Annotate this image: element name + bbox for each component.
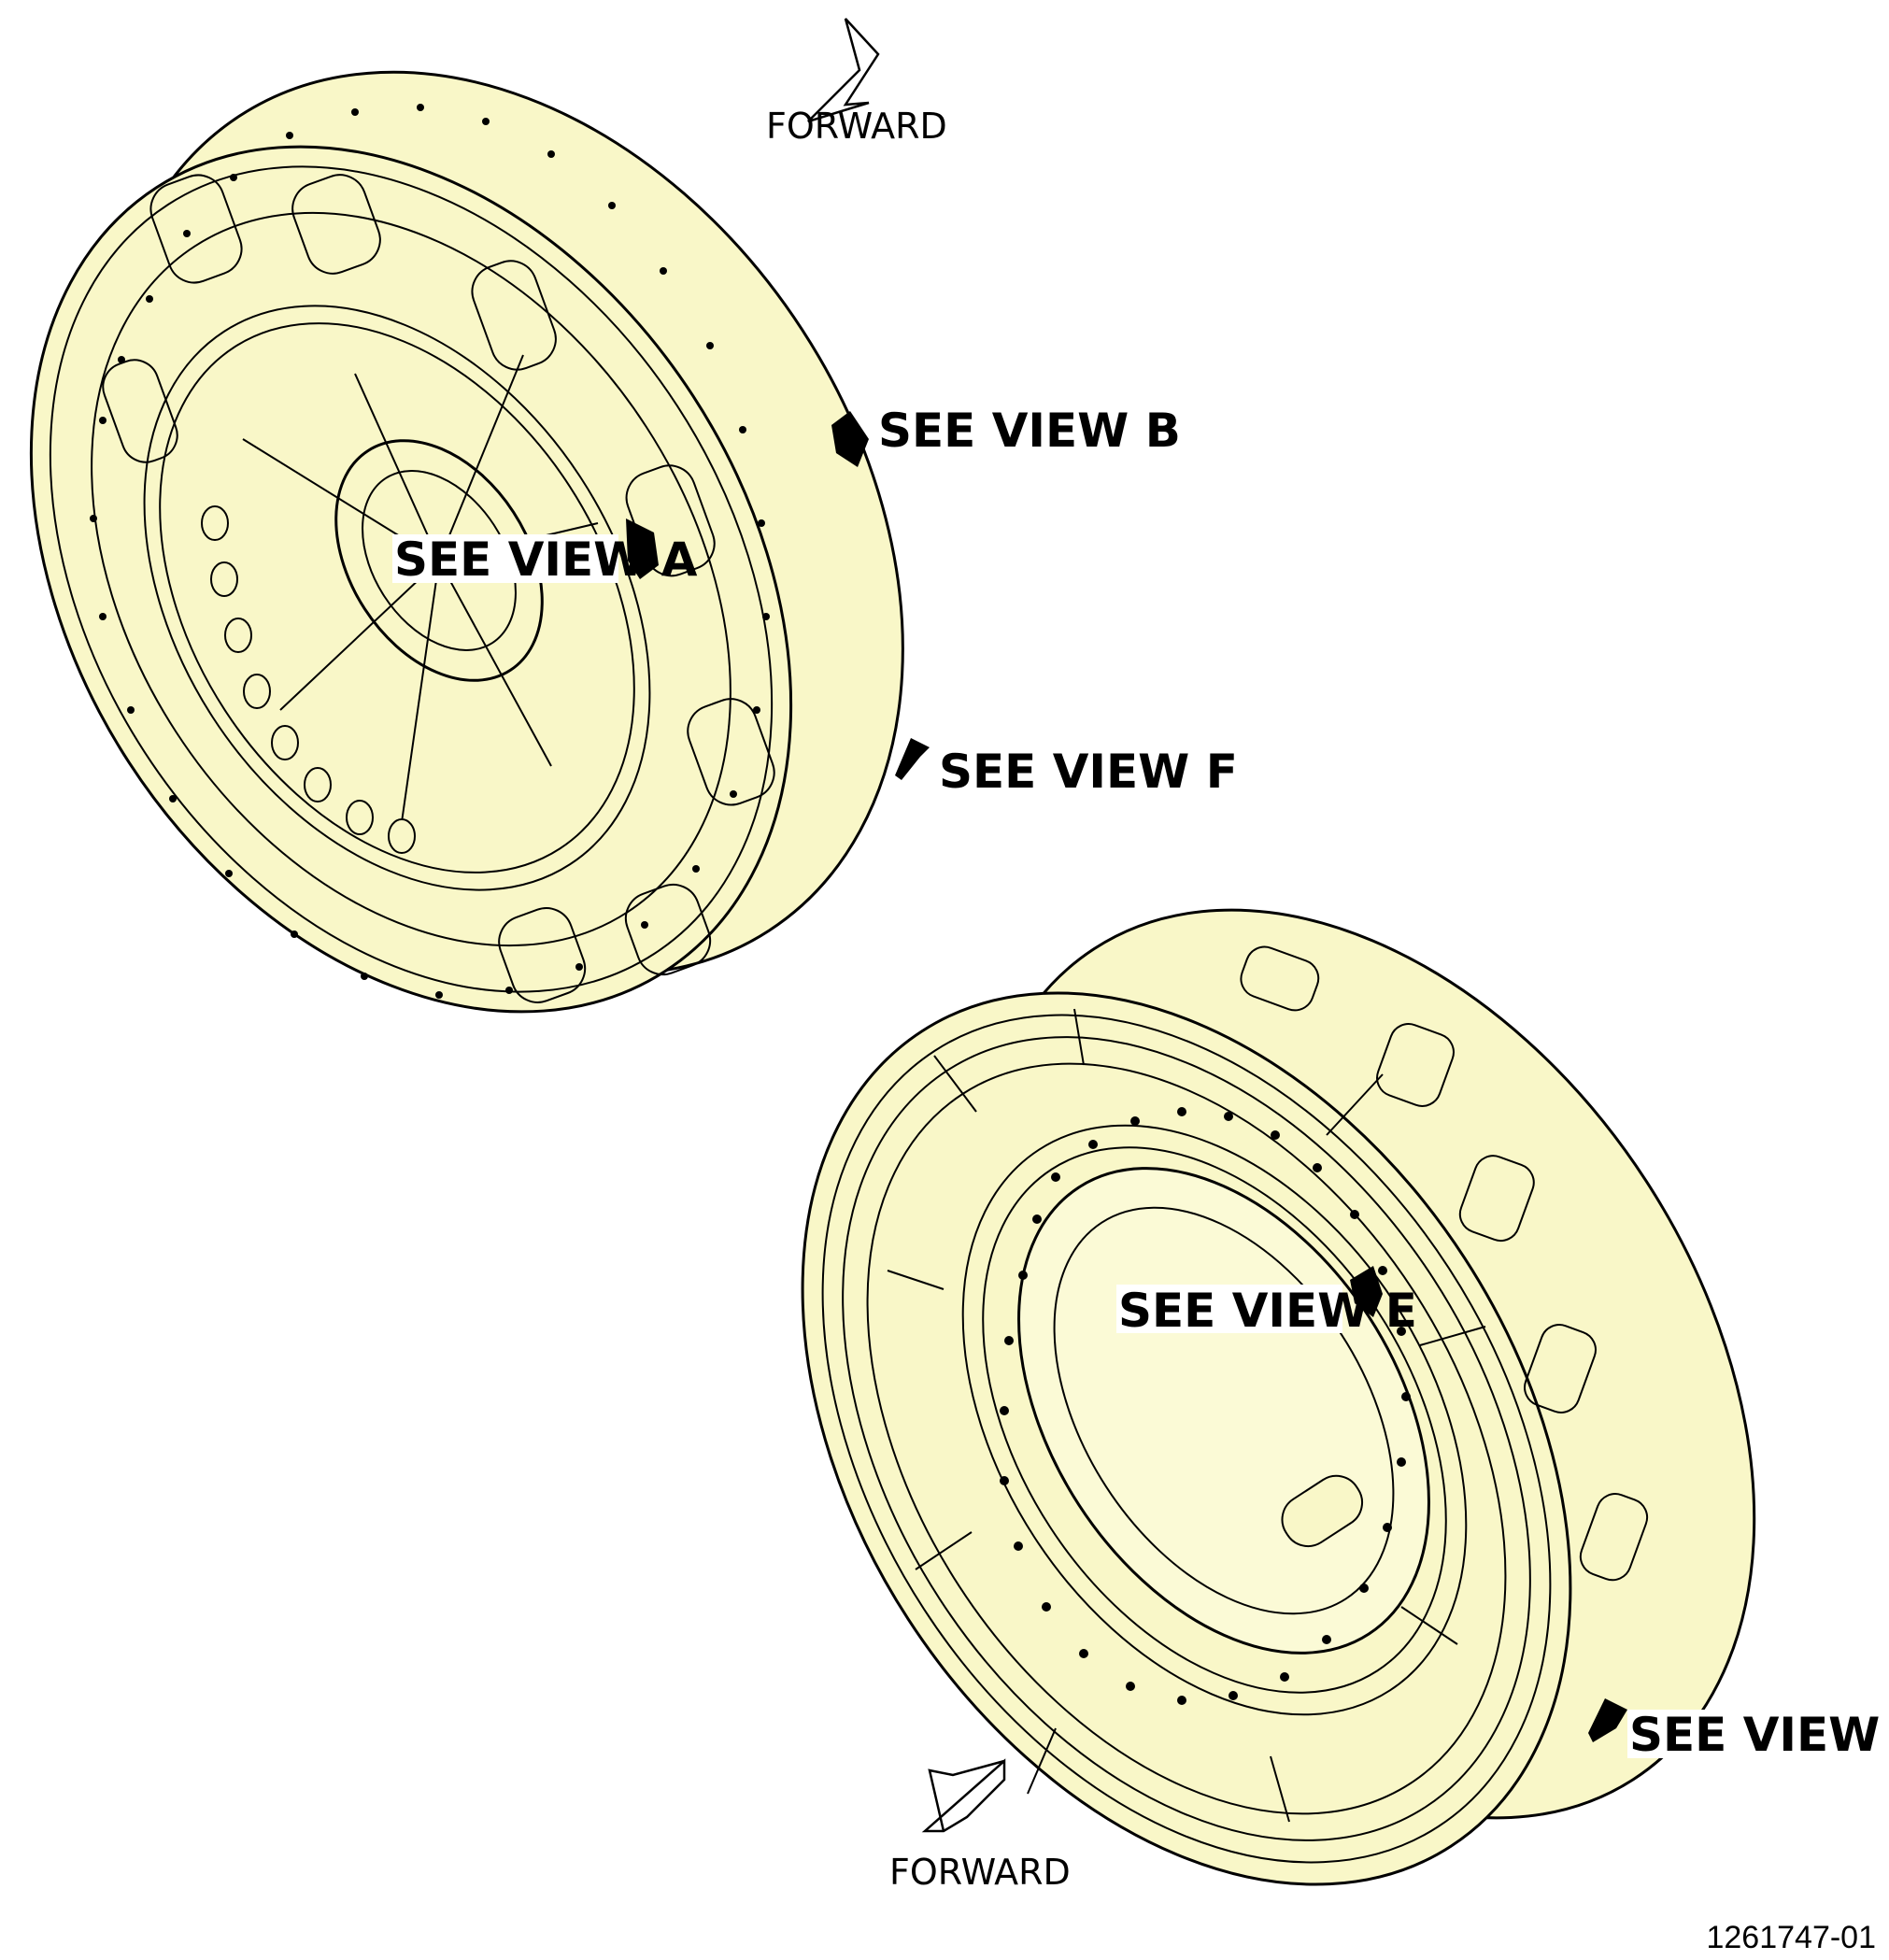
- callout-view-a: SEE VIEW A: [392, 518, 698, 587]
- pointer-arrow-icon: [626, 518, 659, 579]
- callout-view-d: SEE VIEW D: [1588, 1698, 1889, 1762]
- upper-bolt-holes: [90, 104, 770, 999]
- svg-text:SEE VIEW B: SEE VIEW B: [878, 404, 1181, 458]
- svg-text:SEE VIEW D: SEE VIEW D: [1629, 1708, 1889, 1762]
- forward-label-bottom: FORWARD: [889, 1852, 1071, 1893]
- figure-number: 1261747-01: [1706, 1920, 1876, 1955]
- upper-pads: [201, 505, 416, 854]
- pointer-arrow-icon: [831, 411, 869, 467]
- lower-rim-cells: [1240, 945, 1649, 1582]
- forward-arrow-icon: [807, 18, 880, 123]
- callout-view-f: SEE VIEW F: [895, 738, 1238, 799]
- lower-stiffeners: [887, 1008, 1486, 1823]
- callout-view-e: SEE VIEW E: [1116, 1266, 1417, 1338]
- svg-text:SEE VIEW F: SEE VIEW F: [939, 745, 1238, 799]
- lower-web-cutout: [1281, 1474, 1364, 1548]
- callout-view-b: SEE VIEW B: [831, 404, 1181, 467]
- pointer-arrow-icon: [1350, 1266, 1383, 1317]
- lower-frame-assembly: [801, 908, 1756, 1886]
- svg-text:SEE VIEW E: SEE VIEW E: [1118, 1284, 1417, 1338]
- svg-text:SEE VIEW A: SEE VIEW A: [394, 533, 698, 587]
- forward-label-top: FORWARD: [766, 106, 947, 147]
- forward-arrow-icon: [921, 1758, 1006, 1833]
- pointer-arrow-icon: [895, 738, 930, 780]
- upper-access-cutouts: [102, 174, 775, 1003]
- pointer-arrow-icon: [1588, 1698, 1627, 1742]
- lower-ring-holes: [1000, 1107, 1411, 1705]
- lower-bolt-ring: [961, 1124, 1468, 1716]
- upper-web-ring: [143, 305, 651, 891]
